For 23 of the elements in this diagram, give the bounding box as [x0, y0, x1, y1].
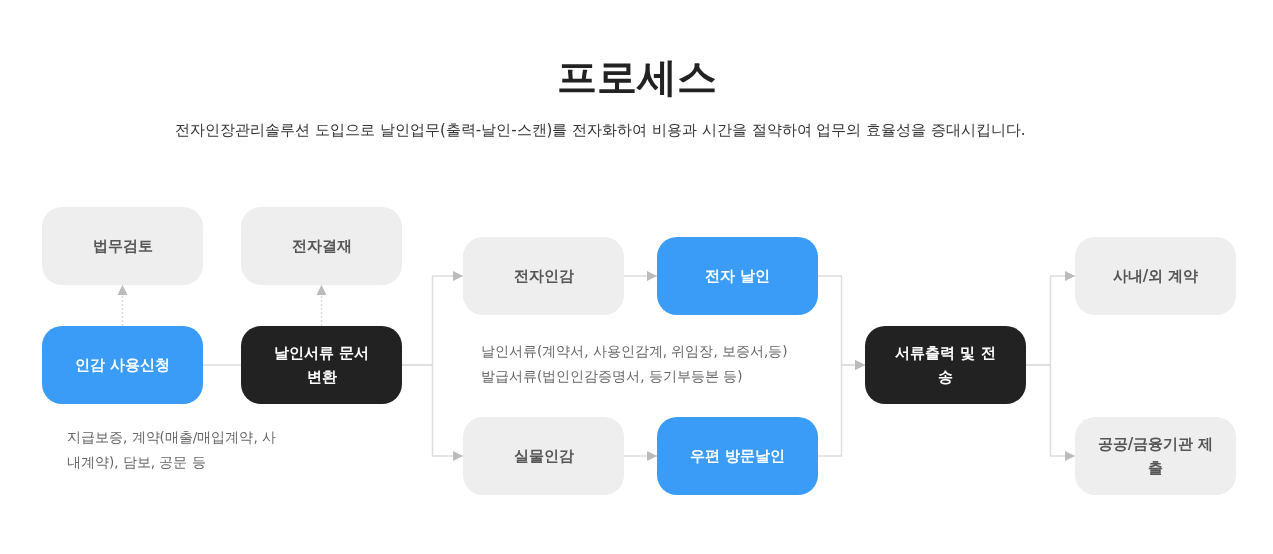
- connector-arrow: [401, 364, 464, 461]
- connector-arrow: [316, 284, 327, 327]
- heading: 프로세스: [555, 53, 718, 102]
- process-box: 법무검토: [42, 207, 203, 285]
- note-text: 발급서류(법인인감증명서, 등기부등본 등): [481, 368, 743, 386]
- note-text: 날인서류(계약서, 사용인감계, 위임장, 보증서,등): [481, 343, 788, 361]
- process-box: 전자 날인: [657, 237, 818, 315]
- process-box: 실물인감: [463, 417, 624, 495]
- process-box: 전자결재: [241, 207, 402, 285]
- process-box: 인감 사용신청: [42, 326, 203, 404]
- process-box: 날인서류 문서변환: [241, 326, 402, 404]
- connector-arrow: [623, 451, 658, 461]
- subtitle-text: 전자인장관리솔루션 도입으로 날인업무(출력-날인-스캔)를 전자화하여 비용과 시간을 절약하여 업무의 효율성을 증대시킵니다.: [174, 121, 1027, 140]
- connector-arrow: [117, 284, 128, 327]
- process-box: 공공/금융기관 제출: [1075, 417, 1236, 495]
- connector-arrow: [623, 271, 658, 281]
- process-box: 서류출력 및 전송: [865, 326, 1026, 404]
- connector-arrow: [1025, 364, 1076, 461]
- process-box: 우편 방문날인: [657, 417, 818, 495]
- process-box: 사내/외 계약: [1075, 237, 1236, 315]
- process-box: 전자인감: [463, 237, 624, 315]
- note-text: 지급보증, 계약(매출/매입계약, 사내계약), 담보, 공문 등: [67, 428, 277, 472]
- connector-arrow: [817, 360, 866, 457]
